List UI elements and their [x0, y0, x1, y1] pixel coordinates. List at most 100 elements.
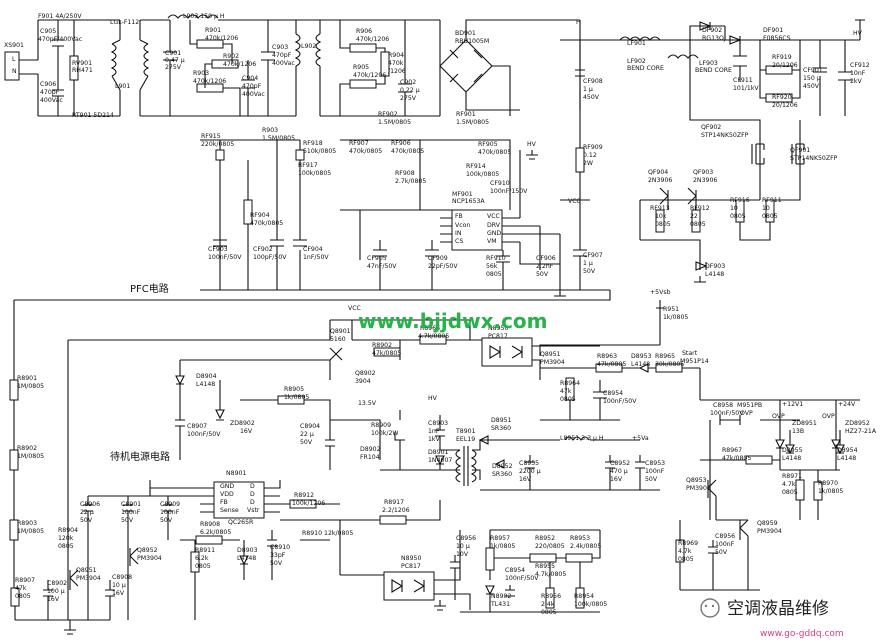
- component-label-d8953: D8953: [631, 353, 652, 360]
- component-label-rf902: RF902: [378, 111, 398, 118]
- component-label-q8901: Q8901: [330, 328, 351, 335]
- component-label-cf910v: 100nF/150V: [490, 188, 528, 195]
- component-label-rf908v: 2.7k/0805: [395, 178, 426, 185]
- component-label-cf910: CF910: [490, 180, 510, 187]
- component-label-lgl: LGL-F112: [110, 19, 139, 26]
- component-label-rf910: RF910: [486, 255, 506, 262]
- component-label-r8907w: 0805: [15, 593, 31, 600]
- component-label-rf915v: 220k/0805: [201, 141, 234, 148]
- component-label-c8908: C8908: [112, 574, 132, 581]
- component-label-pin-sense: Sense: [220, 507, 239, 514]
- component-label-r904: R904: [388, 52, 404, 59]
- component-label-cf909v: 22pF/50V: [428, 263, 458, 270]
- component-label-lf901: LF901: [627, 40, 646, 47]
- component-label-r8957: R8957: [490, 535, 510, 542]
- component-label-pin-vcon: Vcon: [455, 222, 470, 229]
- component-label-r8911: R8911: [195, 547, 215, 554]
- component-label-q8959: Q8959: [757, 520, 778, 527]
- component-label-cf909: CF909: [428, 255, 448, 262]
- component-label-qf901v: STP14NK50ZFP: [790, 155, 838, 162]
- component-label-r8953: R8953: [570, 535, 590, 542]
- component-label-r8904v: 120k: [58, 535, 74, 542]
- component-label-l902: L902: [301, 43, 316, 50]
- component-label-c903v: 470pF: [272, 52, 292, 59]
- component-label-r8952: R8952: [535, 535, 555, 542]
- component-label-c902: C902: [400, 79, 416, 86]
- component-label-rf911v: 10: [762, 205, 770, 212]
- component-label-c8909w: 50V: [160, 517, 173, 524]
- component-label-r8909v: 100k/2W: [371, 430, 399, 437]
- component-label-d8904v: L4148: [196, 381, 215, 388]
- component-label-n8950b: N8950: [401, 555, 421, 562]
- component-label-ovp3: OVP: [822, 413, 835, 420]
- component-label-r8954: R8954: [574, 593, 594, 600]
- component-label-cf904v: 1nF/50V: [303, 254, 329, 261]
- component-label-c8910v: 33pF: [270, 552, 286, 559]
- component-label-pin-d1: D: [250, 483, 255, 490]
- component-label-r8901: R8901: [17, 375, 37, 382]
- component-label-qf902v: STP14NK50ZFP: [701, 132, 749, 139]
- component-label-c8955v: 2200 μ: [519, 468, 541, 475]
- component-label-rf912v: 22: [690, 213, 698, 220]
- component-label-rf913w: 0805: [655, 221, 671, 228]
- component-label-rf915: RF915: [201, 133, 221, 140]
- component-label-cf906w: 50V: [536, 271, 549, 278]
- component-label-qf904v: 2N3906: [648, 177, 672, 184]
- component-label-c8902v: 100 μ: [47, 588, 65, 595]
- component-label-r8902: R8902: [372, 342, 392, 349]
- component-label-n8950v: PC817: [488, 333, 508, 340]
- component-label-r8969: R8969: [678, 540, 698, 547]
- component-label-r951: R951: [663, 306, 679, 313]
- component-label-c8908v: 10 μ: [112, 582, 126, 589]
- component-label-c8906: C8906: [80, 501, 100, 508]
- component-label-pin-vdd: VDD: [220, 491, 234, 498]
- component-label-cf903v: 100nF/50V: [208, 254, 242, 261]
- component-label-cf907: CF907: [583, 252, 603, 259]
- component-label-cf907w: 50V: [583, 268, 596, 275]
- component-label-m951pb: M951PB: [737, 402, 762, 409]
- component-label-cf901: CF901: [803, 67, 823, 74]
- component-label-cf902v: 100pF/50V: [253, 254, 287, 261]
- pfc-section-title: PFC电路: [130, 282, 169, 295]
- component-label-c901w: 275V: [165, 64, 182, 71]
- component-label-start2: M951P14: [680, 358, 709, 365]
- component-label-p5vsb: +5Vsb: [650, 289, 671, 296]
- component-label-r8970: R8970: [818, 480, 838, 487]
- component-label-r8956: R8956: [541, 593, 561, 600]
- component-label-r8967: R8967: [722, 447, 742, 454]
- component-label-pin-gnd: GND: [487, 230, 501, 237]
- component-label-q8953v: PM3906: [686, 485, 711, 492]
- component-label-zd8952: ZD8952: [845, 420, 870, 427]
- component-label-d8951: D8951: [491, 417, 512, 424]
- component-label-r8965: R8965: [655, 353, 675, 360]
- component-label-pin-vstr: Vstr: [247, 507, 260, 514]
- component-label-r8917v: 2.2/1206: [382, 507, 410, 514]
- component-label-q8951: Q8951: [540, 351, 561, 358]
- component-label-r8905v: 1k/0805: [284, 394, 309, 401]
- component-label-r8908v: 6.2k/0805: [200, 529, 231, 536]
- component-label-zd8951: ZD8951: [792, 420, 817, 427]
- component-label-p12v1: +12V1: [782, 401, 803, 408]
- component-label-r904v: 470k: [388, 60, 404, 67]
- logo-text: 空调液晶维修: [727, 599, 829, 619]
- component-label-c8956w: 10V: [456, 551, 469, 558]
- component-label-hv-sb: HV: [428, 395, 438, 402]
- component-label-bd901v: RBU1005M: [455, 38, 489, 45]
- component-label-d8954: D8954: [837, 447, 858, 454]
- component-label-r8964: R8964: [560, 380, 580, 387]
- component-label-cf912w: 2kV: [850, 78, 863, 85]
- component-label-n8902v: TL431: [490, 601, 510, 608]
- component-label-r905: R905: [353, 64, 369, 71]
- logo-icon: [700, 598, 720, 618]
- component-label-r8969w: 0805: [678, 556, 694, 563]
- component-label-cf905: CF905: [367, 255, 387, 262]
- component-label-t8901: T8901: [455, 428, 476, 435]
- component-label-cf906: CF906: [536, 255, 556, 262]
- component-label-r8902bv: 1M/0805: [17, 453, 44, 460]
- component-label-d8903v: L4148: [237, 555, 256, 562]
- component-label-r902: R902: [223, 53, 239, 60]
- component-label-rf901: RF901: [456, 111, 476, 118]
- component-label-r8963: R8963: [597, 353, 617, 360]
- component-label-q8953: Q8953: [686, 477, 707, 484]
- component-label-cf908: CF908: [583, 78, 603, 85]
